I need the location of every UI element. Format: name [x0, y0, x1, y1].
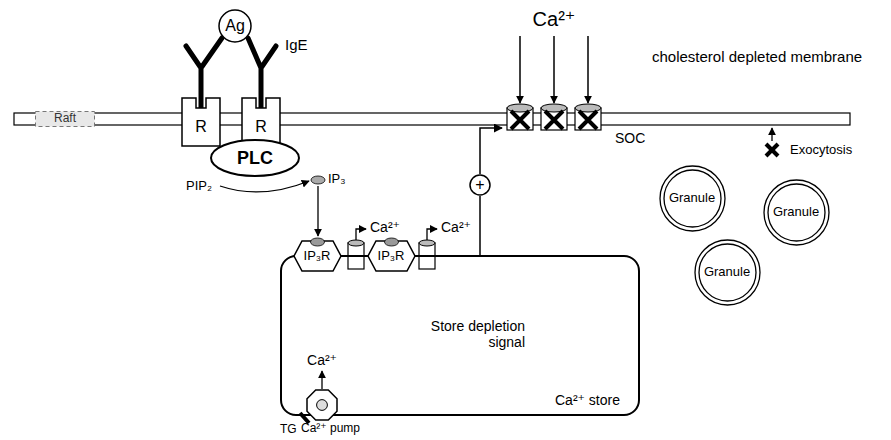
ige-antibody: [186, 38, 276, 108]
soc-channels-outline: [502, 104, 606, 134]
membrane-label: cholesterol depleted membrane: [652, 48, 862, 65]
granule-label: Granule: [669, 191, 715, 206]
antigen-label: Ag: [225, 17, 245, 35]
plus-circle: +: [469, 174, 491, 196]
plasma-membrane: [14, 113, 850, 125]
ip3-bound: [384, 238, 398, 246]
ion-label: Ca²⁺: [441, 219, 471, 235]
ion-label: Ca²⁺: [307, 352, 337, 368]
channel-top: [541, 104, 567, 112]
antibody-label: IgE: [285, 36, 308, 53]
antigen-circle: Ag: [218, 9, 252, 43]
block-cross: [511, 111, 529, 129]
ellipse-outline: [211, 140, 299, 176]
release-arrows: [220, 128, 772, 389]
raft-outline: [36, 112, 95, 127]
messenger-label: IP₃: [328, 172, 346, 187]
receptor-label: R: [195, 118, 207, 136]
soc-channel: [507, 104, 533, 130]
calcium-store: Store depletion signalCa²⁺ storeIP₃RIP₃R…: [280, 255, 640, 416]
block-cross: [579, 111, 597, 129]
calcium-pump: Ca²⁺ pump: [307, 390, 337, 420]
block-cross: [766, 144, 778, 156]
granule-label: Granule: [773, 205, 819, 220]
granule-outer: [764, 180, 829, 245]
receptor-outline: [182, 98, 220, 146]
exocytosis-arrow: [771, 128, 772, 141]
receptor-label: R: [255, 118, 267, 136]
circle-outline: [219, 10, 251, 42]
channel-top: [507, 104, 533, 112]
store-label: Ca²⁺ store: [555, 392, 620, 408]
pump-arrow: [321, 371, 322, 389]
influx-arrow: [587, 36, 589, 103]
store-label: Store depletion signal: [413, 318, 525, 350]
receptor: R: [242, 98, 280, 146]
octagon-outline: [307, 390, 337, 420]
block-cross: [766, 144, 778, 156]
granule-outer: [695, 240, 760, 305]
ip3-molecule: [311, 176, 325, 184]
ip3-arrow: [317, 186, 318, 236]
influx-arrow: [519, 36, 521, 103]
receptor-label: IP₃R: [378, 249, 405, 264]
receptor: R: [182, 98, 220, 146]
pump-core: [317, 400, 328, 411]
receptor-label: IP₃R: [304, 249, 331, 264]
plc-ellipse: PLC: [210, 139, 300, 177]
channel-top: [348, 240, 364, 246]
signal-connector: [479, 196, 481, 255]
hydrolysis-arrow: [220, 181, 309, 192]
process-label: Exocytosis: [790, 143, 852, 158]
calcium-pump-outline: [307, 390, 337, 420]
granule-inner: [664, 170, 721, 227]
raft-label: Raft: [54, 112, 76, 126]
plus-sign: +: [475, 176, 484, 194]
ip3-bound: [310, 238, 324, 246]
channel-top: [575, 104, 601, 112]
ion-label: Ca²⁺: [533, 8, 576, 31]
granule: Granule: [763, 179, 830, 246]
inhibitor-label: TG: [280, 423, 297, 437]
block-cross: [766, 144, 778, 156]
soc-channels: SOC: [502, 104, 606, 134]
channel-label: SOC: [615, 130, 645, 146]
release-arrow: [427, 229, 437, 240]
granule-inner: [768, 184, 825, 241]
channel-top: [419, 240, 435, 246]
granule-outer: [660, 166, 725, 231]
enzyme-label: PLC: [237, 148, 273, 169]
substrate-label: PIP₂: [186, 179, 212, 194]
signal-connector: [480, 128, 502, 174]
granule: Granule: [659, 165, 726, 232]
receptor-outline: [242, 98, 280, 146]
granule: Granule: [694, 239, 761, 306]
ion-label: Ca²⁺: [370, 219, 400, 235]
influx-arrow: [553, 36, 555, 103]
release-arrow: [356, 229, 366, 240]
ip3-receptor: IP₃R: [294, 241, 341, 271]
ip3-receptor: IP₃R: [368, 241, 415, 271]
pump-label: Ca²⁺ pump: [301, 422, 360, 436]
granule-label: Granule: [704, 265, 750, 280]
block-cross: [545, 111, 563, 129]
granule-inner: [699, 244, 756, 301]
calcium-influx-arrows: [520, 36, 588, 103]
soc-channel: [541, 104, 567, 130]
circle-outline: [470, 175, 490, 195]
soc-channel: [575, 104, 601, 130]
lipid-raft: Raft: [35, 111, 95, 127]
